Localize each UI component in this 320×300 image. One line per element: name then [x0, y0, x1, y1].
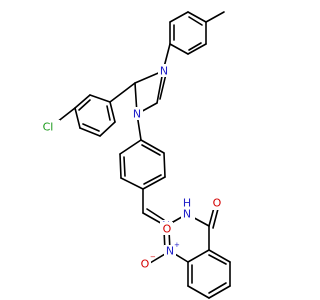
nitro-n-charge: + [174, 241, 180, 249]
pyrazoline-n2-label: N [160, 65, 168, 78]
chlorophenyl-link-bond [109, 82, 136, 103]
nitro-o-minus-label: O [141, 258, 150, 271]
nitro-n-label: N [166, 245, 174, 258]
carbonyl-o-label: O [213, 197, 222, 210]
structure-canvas: Cl N N N H N O O N + O − [42, 11, 231, 299]
nitrophenyl-ring [187, 249, 231, 299]
pyrazoline-ring [134, 43, 171, 115]
chlorophenyl-ring [74, 94, 116, 137]
nitro-o-charge: − [150, 253, 156, 261]
amide-n-label: N [183, 208, 191, 221]
amide-h-label: H [183, 197, 191, 210]
molecule-drawing: Cl N N N H N O O N + O − [42, 11, 231, 299]
tolyl-ring [169, 11, 207, 55]
pyrazoline-n1-label: N [133, 108, 141, 121]
methyl-bond [205, 11, 225, 23]
chlorine-label: Cl [43, 121, 54, 134]
nitro-o-label: O [163, 223, 172, 236]
phenylene-ring [119, 139, 166, 190]
